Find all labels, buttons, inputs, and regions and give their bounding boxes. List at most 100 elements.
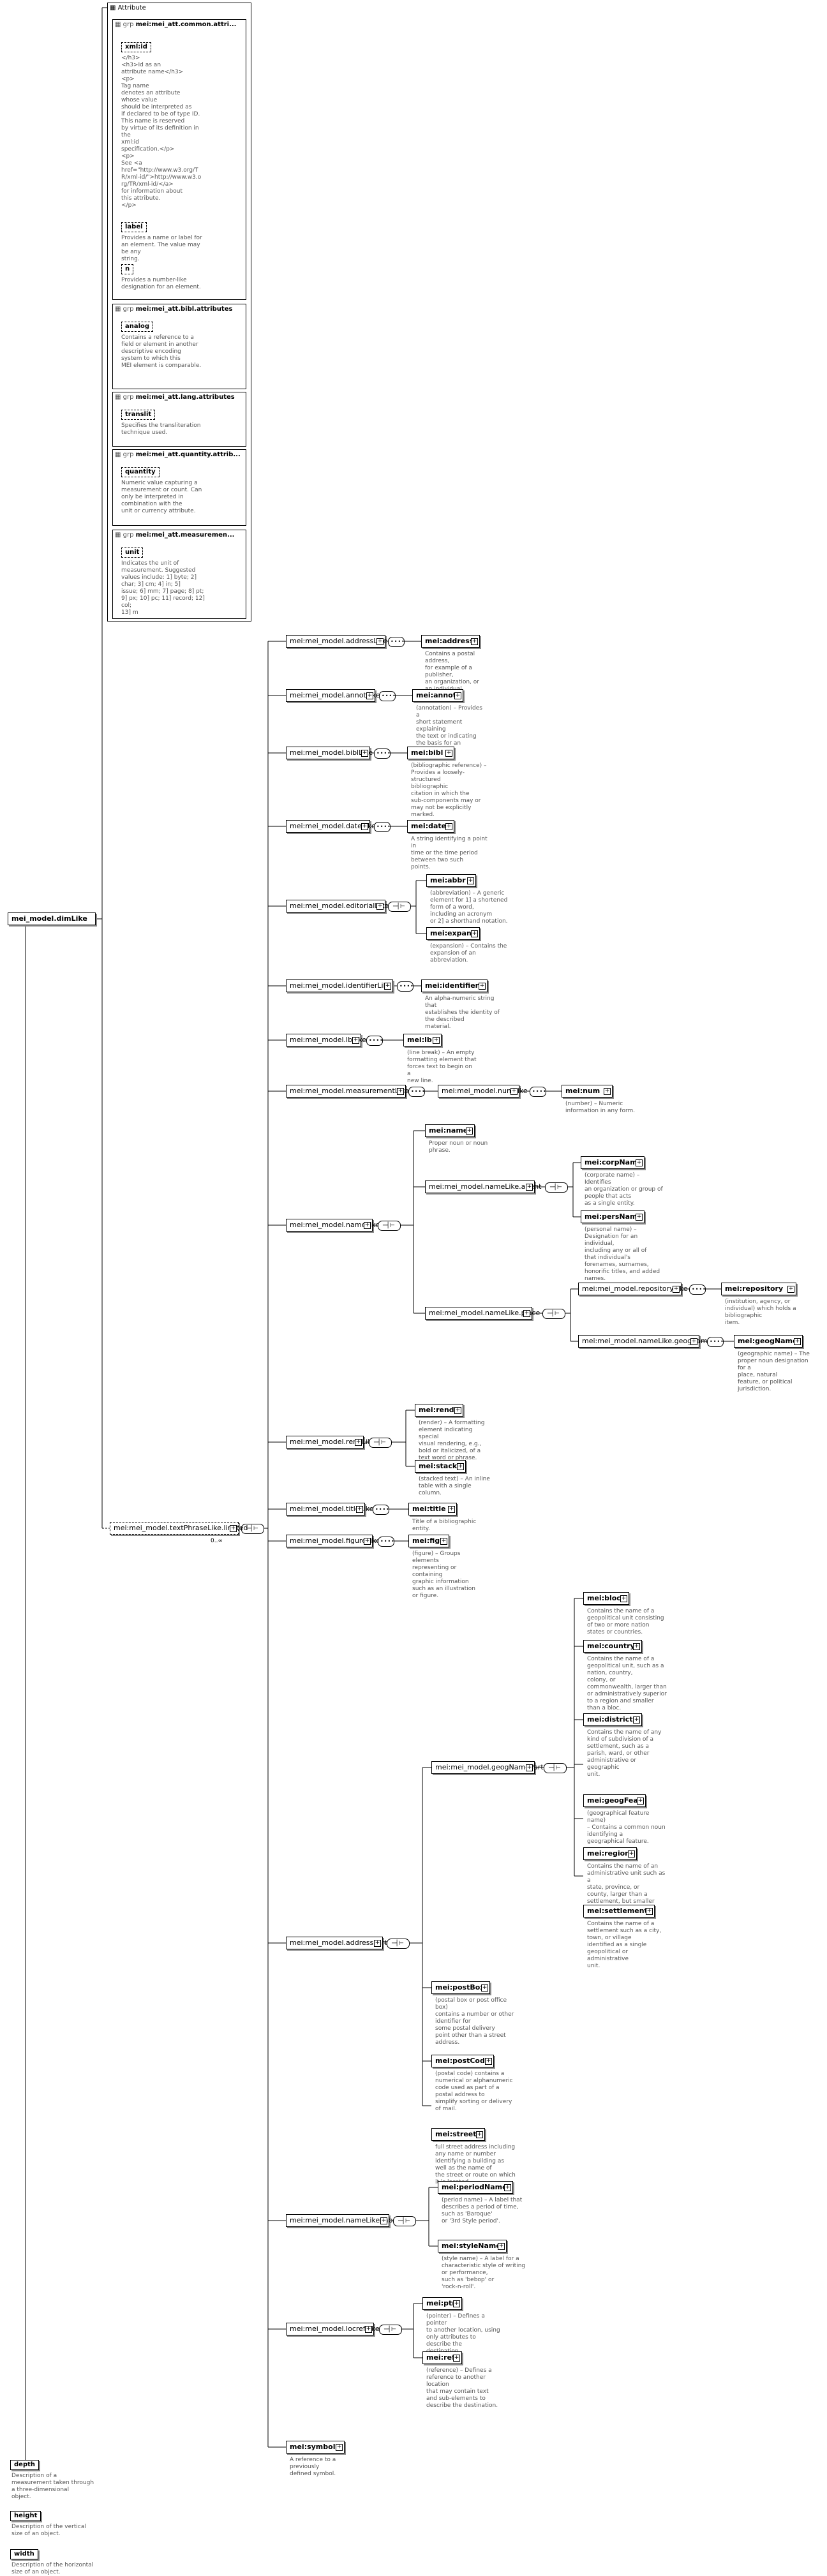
group-repositorylike[interactable]: mei:mei_model.repositoryLike+ xyxy=(578,1283,688,1295)
expand-icon[interactable]: + xyxy=(510,1088,518,1095)
element-node[interactable]: mei:periodName+ xyxy=(438,2181,513,2194)
group-lblike[interactable]: mei:mei_model.lbLike+ xyxy=(286,1034,366,1046)
expand-icon[interactable]: + xyxy=(620,1595,627,1602)
expand-icon[interactable]: + xyxy=(355,1439,362,1446)
expand-icon[interactable]: + xyxy=(433,1037,440,1044)
element-node[interactable]: mei:geogFeat+ xyxy=(583,1794,646,1807)
expand-icon[interactable]: + xyxy=(471,930,478,937)
group-figurelike[interactable]: mei:mei_model.figureLike+ xyxy=(286,1535,380,1547)
element-node[interactable]: mei:styleName+ xyxy=(438,2240,507,2252)
expand-icon[interactable]: + xyxy=(374,1940,381,1947)
group-locreflike[interactable]: mei:mei_model.locrefLike+ xyxy=(286,2323,380,2335)
expand-icon[interactable]: + xyxy=(365,2326,372,2333)
element-node[interactable]: mei:persName+ xyxy=(581,1210,644,1223)
element-node[interactable]: mei:symbol+ xyxy=(286,2441,345,2453)
attribute-group-title[interactable]: ▦ grp mei:mei_att.bibl.attributes xyxy=(115,306,232,313)
group-addresspart[interactable]: mei:mei_model.addressPart+ xyxy=(286,1937,387,1949)
element-node[interactable]: mei:stack+ xyxy=(415,1460,466,1473)
attribute-height[interactable]: height xyxy=(10,2511,41,2521)
expand-icon[interactable]: + xyxy=(787,1286,794,1293)
expand-icon[interactable]: + xyxy=(646,1908,653,1915)
attribute-group-title[interactable]: ▦ grp mei:mei_att.quantity.attrib... xyxy=(115,451,241,458)
expand-icon[interactable]: + xyxy=(673,1286,680,1293)
expand-icon[interactable]: + xyxy=(794,1338,801,1345)
expand-icon[interactable]: + xyxy=(636,1159,643,1166)
element-node[interactable]: mei:annot+ xyxy=(412,689,463,702)
expand-icon[interactable]: + xyxy=(364,1222,371,1229)
expand-icon[interactable]: + xyxy=(352,1037,359,1044)
group-namelike-label[interactable]: mei:mei_model.nameLike.label+ xyxy=(286,2214,399,2227)
group-identifierlike[interactable]: mei:mei_model.identifierLike+ xyxy=(286,979,393,992)
expand-icon[interactable]: + xyxy=(453,2355,460,2362)
expand-icon[interactable]: + xyxy=(440,1538,447,1545)
element-node[interactable]: mei:postBox+ xyxy=(431,1981,490,1994)
expand-icon[interactable]: + xyxy=(504,2184,511,2191)
element-node[interactable]: mei:street+ xyxy=(431,2128,485,2141)
expand-icon[interactable]: + xyxy=(471,638,478,645)
expand-icon[interactable]: + xyxy=(364,1538,371,1545)
expand-icon[interactable]: + xyxy=(384,983,391,990)
element-node[interactable]: mei:ref+ xyxy=(422,2351,462,2364)
expand-icon[interactable]: + xyxy=(445,750,452,757)
expand-icon[interactable]: + xyxy=(604,1088,611,1095)
element-node[interactable]: mei:name+ xyxy=(425,1124,475,1137)
element-node[interactable]: mei:bloc+ xyxy=(583,1592,629,1605)
expand-icon[interactable]: + xyxy=(466,1128,473,1135)
expand-icon[interactable]: + xyxy=(690,1338,697,1345)
expand-icon[interactable]: + xyxy=(230,1525,237,1532)
expand-icon[interactable]: + xyxy=(637,1798,644,1805)
attribute-label[interactable]: label xyxy=(121,222,147,232)
expand-icon[interactable]: + xyxy=(376,903,384,910)
element-node[interactable]: mei:rend+ xyxy=(415,1404,463,1417)
element-node[interactable]: mei:num+ xyxy=(562,1085,613,1098)
element-node[interactable]: mei:repository+ xyxy=(721,1283,796,1295)
root-element-node[interactable]: mei_model.dimLike xyxy=(8,912,96,925)
element-node[interactable]: mei:identifier+ xyxy=(421,979,488,992)
expand-icon[interactable]: + xyxy=(633,1643,640,1650)
group-editoriallike[interactable]: mei:mei_model.editorialLike+ xyxy=(286,900,389,912)
element-node[interactable]: mei:settlement+ xyxy=(583,1905,655,1917)
expand-icon[interactable]: + xyxy=(467,877,474,884)
attribute-translit[interactable]: translit xyxy=(121,410,156,420)
expand-icon[interactable]: + xyxy=(453,2300,460,2307)
element-node[interactable]: mei:corpName+ xyxy=(581,1156,644,1169)
group-datelike[interactable]: mei:mei_model.dateLike+ xyxy=(286,820,376,833)
expand-icon[interactable]: + xyxy=(633,1716,640,1724)
expand-icon[interactable]: + xyxy=(376,638,384,645)
expand-icon[interactable]: + xyxy=(628,1850,635,1858)
group-textphraselike-limited[interactable]: mei:mei_model.textPhraseLike.limited+ xyxy=(110,1522,248,1535)
element-node[interactable]: mei:lb+ xyxy=(403,1034,442,1046)
attribute-unit[interactable]: unit xyxy=(121,547,144,558)
expand-icon[interactable]: + xyxy=(361,750,368,757)
element-node[interactable]: mei:district+ xyxy=(583,1713,642,1726)
expand-icon[interactable]: + xyxy=(454,692,461,699)
attribute-width[interactable]: width xyxy=(10,2549,38,2559)
expand-icon[interactable]: + xyxy=(481,1984,488,1992)
expand-icon[interactable]: + xyxy=(526,1184,533,1191)
attribute-group-title[interactable]: ▦ grp mei:mei_att.lang.attributes xyxy=(115,394,235,401)
expand-icon[interactable]: + xyxy=(523,1310,530,1317)
element-node[interactable]: mei:country+ xyxy=(583,1640,642,1653)
group-namelike-place[interactable]: mei:mei_model.nameLike.place+ xyxy=(425,1307,540,1320)
expand-icon[interactable]: + xyxy=(454,1407,461,1414)
group-annotlike[interactable]: mei:mei_model.annotLike+ xyxy=(286,689,380,702)
element-node[interactable]: mei:geogName+ xyxy=(734,1335,803,1348)
expand-icon[interactable]: + xyxy=(457,1463,464,1470)
group-titlelike[interactable]: mei:mei_model.titleLike+ xyxy=(286,1503,373,1515)
expand-icon[interactable]: + xyxy=(448,1506,455,1513)
group-rendlike[interactable]: mei:mei_model.rendLike+ xyxy=(286,1436,376,1448)
attribute-n[interactable]: n xyxy=(121,264,134,274)
element-node[interactable]: mei:address+ xyxy=(421,635,480,648)
attribute-depth[interactable]: depth xyxy=(10,2460,39,2470)
attribute-group-title[interactable]: ▦ grp mei:mei_att.common.attri... xyxy=(115,21,236,28)
element-node[interactable]: mei:bibl+ xyxy=(407,747,454,759)
expand-icon[interactable]: + xyxy=(336,2444,343,2451)
group-bibllike[interactable]: mei:mei_model.biblLike+ xyxy=(286,747,373,759)
attribute-quantity[interactable]: quantity xyxy=(121,467,160,477)
group-geognamepart[interactable]: mei:mei_model.geogNamePart+ xyxy=(431,1761,544,1774)
element-node[interactable]: mei:expan+ xyxy=(426,927,480,940)
attribute-analog[interactable]: analog xyxy=(121,322,154,332)
group-addresslike[interactable]: mei:mei_model.addressLike+ xyxy=(286,635,387,648)
element-node[interactable]: mei:ptr+ xyxy=(422,2297,462,2310)
expand-icon[interactable]: + xyxy=(366,692,373,699)
